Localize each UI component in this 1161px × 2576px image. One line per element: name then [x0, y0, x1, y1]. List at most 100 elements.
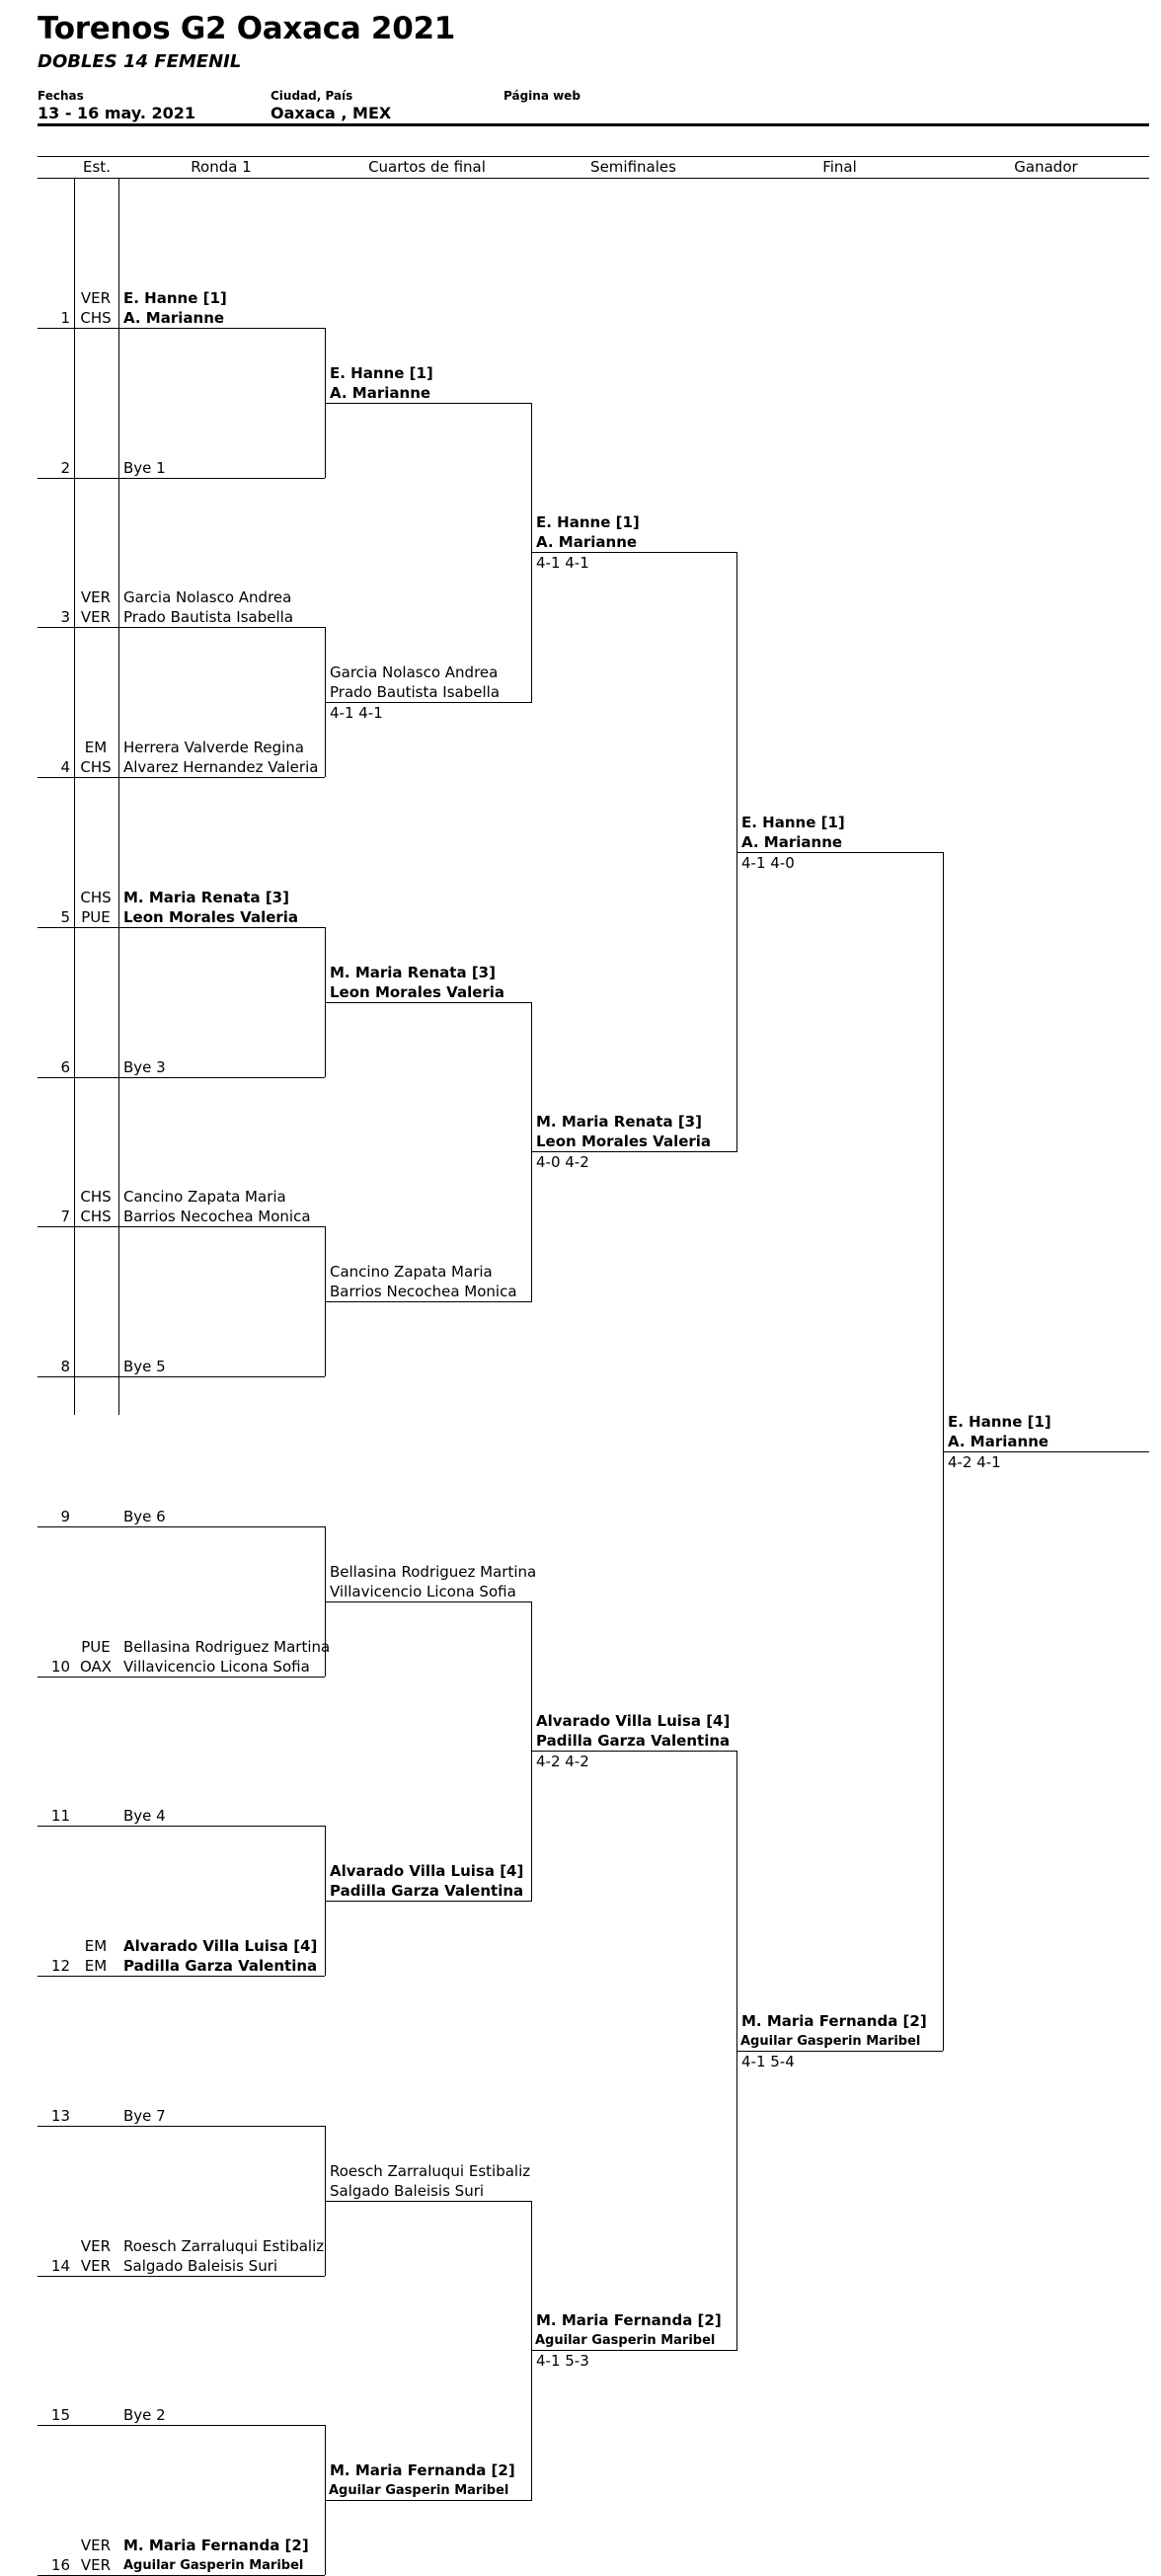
- player-name: Padilla Garza Valentina: [123, 1957, 318, 1975]
- col-header-state: Est.: [83, 158, 111, 176]
- player-name: Alvarez Hernandez Valeria: [123, 758, 319, 776]
- qf-winner-rule: [325, 1601, 531, 1602]
- draw-position: 15: [50, 2406, 70, 2425]
- qf-player-name: Roesch Zarraluqui Estibaliz: [330, 2162, 531, 2180]
- final-player-name: M. Maria Fernanda [2]: [741, 2012, 927, 2030]
- draw-row-rule: [38, 1226, 325, 1228]
- qf-player-name: Villavicencio Licona Sofia: [330, 1583, 516, 1600]
- player-name: Bye 3: [123, 1057, 166, 1076]
- draw-row-rule: [38, 926, 325, 928]
- state-code: VER: [80, 2236, 112, 2255]
- final-player-name: Aguilar Gasperin Maribel: [740, 2034, 921, 2049]
- col-header-winner: Ganador: [1014, 158, 1078, 176]
- winner-player-name: A. Marianne: [948, 1433, 1049, 1450]
- draw-row-rule: [38, 2125, 325, 2127]
- draw-row-rule: [38, 2425, 325, 2427]
- qf-player-name: Leon Morales Valeria: [330, 983, 505, 1001]
- player-name: Bye 7: [123, 2106, 166, 2125]
- qf-winner-rule: [325, 2201, 531, 2202]
- col-header-quarterfinals: Cuartos de final: [368, 158, 486, 176]
- qf-player-name: Bellasina Rodriguez Martina: [330, 1563, 537, 1581]
- player-name: M. Maria Renata [3]: [123, 888, 289, 906]
- final-match-score: 4-1 4-0: [741, 854, 795, 872]
- player-name: Alvarado Villa Luisa [4]: [123, 1937, 318, 1955]
- qf-player-name: M. Maria Fernanda [2]: [330, 2461, 515, 2479]
- sf-winner-rule: [531, 1751, 737, 1752]
- state-code: EM: [84, 1937, 108, 1955]
- draw-position: 9: [60, 1507, 70, 1525]
- qf-bracket-connector: [325, 627, 326, 777]
- draw-row-rule: [38, 1525, 325, 1527]
- qf-winner-rule: [325, 1901, 531, 1902]
- sf-winner-rule: [531, 552, 737, 553]
- draw-position: 5: [60, 907, 70, 926]
- sf-player-name: M. Maria Fernanda [2]: [536, 2311, 722, 2329]
- round1-column-divider: [118, 178, 119, 1415]
- player-name: Cancino Zapata Maria: [123, 1188, 286, 1207]
- player-name: M. Maria Fernanda [2]: [123, 2537, 309, 2554]
- qf-player-name: A. Marianne: [330, 384, 431, 402]
- final-match-score: 4-1 5-4: [741, 2053, 795, 2070]
- draw-position: 6: [60, 1057, 70, 1076]
- sf-player-name: M. Maria Renata [3]: [536, 1113, 702, 1131]
- qf-winner-rule: [325, 1002, 531, 1003]
- draw-row-rule: [38, 1376, 325, 1377]
- winner-player-name: E. Hanne [1]: [948, 1413, 1051, 1431]
- player-name: E. Hanne [1]: [123, 288, 227, 307]
- final-player-name: E. Hanne [1]: [741, 814, 845, 831]
- draw-row-rule: [38, 2275, 325, 2277]
- player-name: Herrera Valverde Regina: [123, 739, 304, 756]
- page-title: Torenos G2 Oaxaca 2021: [38, 11, 456, 46]
- qf-bracket-connector: [325, 1226, 326, 1376]
- state-code: PUE: [81, 907, 111, 926]
- final-winner-rule: [736, 2051, 943, 2052]
- qf-player-name: Cancino Zapata Maria: [330, 1263, 493, 1281]
- state-code: VER: [80, 588, 112, 607]
- sf-bracket-connector: [531, 2201, 532, 2501]
- state-code: CHS: [80, 1188, 112, 1207]
- draw-position: 4: [60, 758, 70, 776]
- player-name: Garcia Nolasco Andrea: [123, 588, 292, 607]
- winner-match-score: 4-2 4-1: [948, 1453, 1001, 1471]
- state-column-divider: [74, 178, 75, 1415]
- state-code: EM: [84, 1957, 108, 1975]
- header-divider: [38, 123, 1149, 126]
- player-name: Bellasina Rodriguez Martina: [123, 1637, 331, 1656]
- event-subtitle: DOBLES 14 FEMENIL: [38, 51, 242, 72]
- draw-position: 16: [50, 2556, 70, 2574]
- draw-row-rule: [38, 1076, 325, 1078]
- qf-bracket-connector: [325, 927, 326, 1077]
- player-name: Barrios Necochea Monica: [123, 1208, 311, 1226]
- col-header-round1: Ronda 1: [191, 158, 252, 176]
- columns-top-rule: [38, 156, 1149, 157]
- dates-label: Fechas: [38, 89, 84, 103]
- sf-match-score: 4-0 4-2: [536, 1153, 589, 1171]
- draw-row-rule: [38, 1676, 325, 1678]
- columns-bottom-rule: [38, 178, 1149, 179]
- dates-value: 13 - 16 may. 2021: [38, 104, 195, 122]
- sf-winner-rule: [531, 2350, 737, 2351]
- sf-player-name: Padilla Garza Valentina: [536, 1732, 731, 1750]
- state-code: VER: [80, 2556, 112, 2574]
- player-name: Villavicencio Licona Sofia: [123, 1657, 310, 1676]
- col-header-final: Final: [822, 158, 857, 176]
- sf-bracket-connector: [531, 1002, 532, 1302]
- qf-bracket-connector: [325, 2425, 326, 2575]
- player-name: Bye 1: [123, 458, 166, 477]
- city-label: Ciudad, País: [271, 89, 353, 103]
- player-name: Bye 4: [123, 1807, 166, 1826]
- draw-position: 11: [50, 1807, 70, 1826]
- draw-row-rule: [38, 477, 325, 479]
- sf-player-name: Alvarado Villa Luisa [4]: [536, 1712, 731, 1730]
- col-header-semifinals: Semifinales: [590, 158, 676, 176]
- player-name: Bye 2: [123, 2406, 166, 2425]
- sf-bracket-connector: [531, 403, 532, 703]
- state-code: VER: [80, 608, 112, 627]
- qf-player-name: Barrios Necochea Monica: [330, 1283, 517, 1300]
- draw-position: 13: [50, 2106, 70, 2125]
- draw-row-rule: [38, 777, 325, 778]
- draw-row-rule: [38, 1976, 325, 1977]
- sf-bracket-connector: [531, 1601, 532, 1902]
- state-code: CHS: [80, 308, 112, 327]
- state-code: OAX: [79, 1657, 113, 1676]
